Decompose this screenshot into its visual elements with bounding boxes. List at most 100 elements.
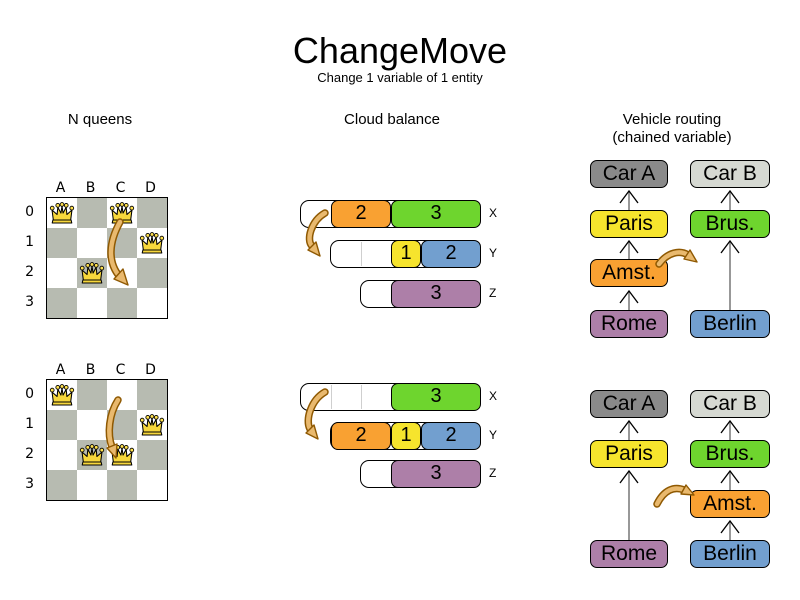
cell	[107, 410, 137, 440]
queen-c2-icon	[109, 444, 135, 466]
col-label-b: B	[85, 180, 97, 196]
move-arrow-vehicle-after	[653, 484, 695, 508]
column-header-vehicle-routing: Vehicle routing	[622, 111, 722, 128]
cell	[107, 258, 137, 288]
cell	[77, 198, 107, 228]
process-block: 2	[331, 421, 391, 450]
vehicle-box-car-a: Car A	[590, 390, 668, 418]
chain-links-after	[628, 421, 731, 540]
page-subtitle: Change 1 variable of 1 entity	[317, 70, 483, 85]
col-label-c: C	[115, 362, 127, 378]
row-label-3: 3	[25, 476, 34, 492]
row-label-2: 2	[25, 264, 34, 280]
row-labels: 0 1 2 3	[16, 379, 40, 499]
city-box-brus: Brus.	[690, 210, 770, 238]
cell	[107, 288, 137, 318]
col-label-b: B	[85, 362, 97, 378]
city-box-berlin: Berlin	[690, 310, 770, 338]
vehicle-box-car-b: Car B	[690, 390, 770, 418]
column-labels: A B C D	[46, 180, 166, 196]
city-box-rome: Rome	[590, 310, 668, 338]
cell	[107, 380, 137, 410]
computer-bar-x-after: 3	[300, 382, 481, 411]
cell	[47, 258, 77, 288]
cell	[107, 470, 137, 500]
city-box-amst: Amst.	[590, 259, 668, 287]
cell	[137, 288, 167, 318]
page-title: ChangeMove	[292, 30, 508, 71]
computer-bar-x-before: 2 3	[300, 199, 481, 228]
city-box-paris: Paris	[590, 440, 668, 468]
city-box-berlin: Berlin	[690, 540, 770, 568]
cell	[47, 440, 77, 470]
cell	[137, 470, 167, 500]
slot-divider	[331, 385, 332, 409]
computer-bar-y-after: 2 1 2	[330, 421, 481, 450]
cell	[77, 288, 107, 318]
nqueens-board-after: A B C D 0 1 2 3	[16, 362, 168, 502]
column-header-cloud-balance: Cloud balance	[344, 111, 440, 128]
chain-links-before	[628, 191, 731, 310]
city-box-paris: Paris	[590, 210, 668, 238]
computer-label-z: Z	[489, 286, 497, 300]
row-label-1: 1	[25, 234, 34, 250]
col-label-a: A	[55, 180, 67, 196]
nqueens-board-before: A B C D 0 1 2 3	[16, 180, 168, 320]
cell	[137, 198, 167, 228]
column-header-nqueens: N queens	[67, 111, 133, 128]
process-block: 2	[331, 199, 391, 228]
cell	[47, 410, 77, 440]
computer-label-z: Z	[489, 466, 497, 480]
process-block: 3	[391, 382, 481, 411]
computer-label-x: X	[489, 206, 498, 220]
city-box-brus: Brus.	[690, 440, 770, 468]
process-block: 3	[391, 199, 481, 228]
queen-d1-icon	[139, 232, 165, 254]
slot-divider	[361, 242, 362, 266]
col-label-d: D	[145, 362, 157, 378]
process-block: 3	[391, 459, 481, 488]
column-labels: A B C D	[46, 362, 166, 378]
col-label-d: D	[145, 180, 157, 196]
city-box-rome: Rome	[590, 540, 668, 568]
process-block: 1	[391, 421, 421, 450]
cell	[137, 380, 167, 410]
row-label-0: 0	[25, 386, 34, 402]
process-block: 1	[391, 239, 421, 268]
cell	[47, 228, 77, 258]
column-header-vehicle-routing-sub: (chained variable)	[612, 129, 732, 146]
computer-label-y: Y	[489, 428, 498, 442]
chessboard-grid	[46, 379, 168, 501]
cell	[47, 288, 77, 318]
queen-b2-icon	[79, 444, 105, 466]
queen-a0-icon	[49, 202, 75, 224]
computer-bar-y-before: 1 2	[330, 239, 481, 268]
cell	[77, 470, 107, 500]
col-label-c: C	[115, 180, 127, 196]
queen-d1-icon	[139, 414, 165, 436]
chessboard-grid	[46, 197, 168, 319]
process-block: 2	[421, 239, 481, 268]
process-block: 3	[391, 279, 481, 308]
row-label-2: 2	[25, 446, 34, 462]
col-label-a: A	[55, 362, 67, 378]
row-label-1: 1	[25, 416, 34, 432]
process-block: 2	[421, 421, 481, 450]
slot-divider	[361, 385, 362, 409]
computer-bar-z-after: 3	[360, 459, 481, 488]
cell	[77, 380, 107, 410]
vehicle-box-car-b: Car B	[690, 160, 770, 188]
cell	[47, 470, 77, 500]
queen-a0-icon	[49, 384, 75, 406]
vehicle-box-car-a: Car A	[590, 160, 668, 188]
city-box-amst: Amst.	[690, 490, 770, 518]
queen-b2-icon	[79, 262, 105, 284]
computer-label-y: Y	[489, 246, 498, 260]
cell	[137, 440, 167, 470]
row-labels: 0 1 2 3	[16, 197, 40, 317]
computer-label-x: X	[489, 389, 498, 403]
row-label-3: 3	[25, 294, 34, 310]
computer-bar-z-before: 3	[360, 279, 481, 308]
cell	[107, 228, 137, 258]
